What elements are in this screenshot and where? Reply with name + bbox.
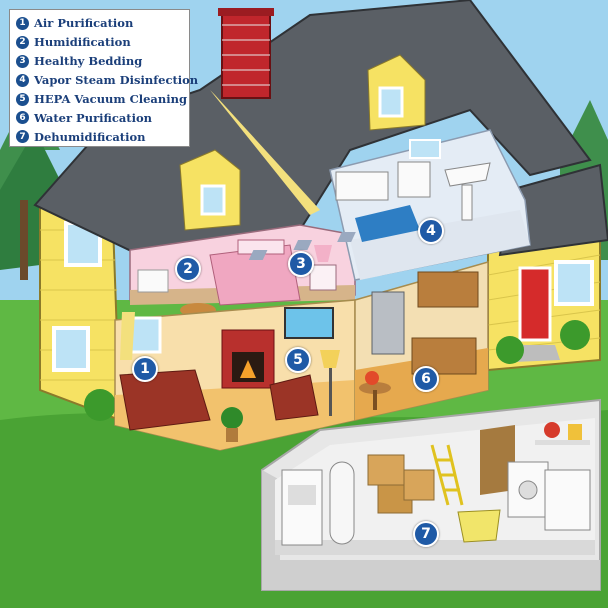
legend-label: Vapor Steam Disinfection: [34, 73, 199, 88]
callout-water-purification: 6: [413, 366, 439, 392]
legend-number-badge: 2: [16, 35, 29, 49]
callout-hepa-vacuum-cleaning: 5: [285, 347, 311, 373]
callout-vapor-steam-disinfection: 4: [418, 218, 444, 244]
callout-dehumidification: 7: [413, 521, 439, 547]
legend-item: 6 Water Purification: [16, 108, 183, 127]
legend-item: 7 Dehumidification: [16, 127, 183, 146]
legend-number-badge: 4: [16, 73, 29, 87]
legend-number-badge: 3: [16, 54, 29, 68]
basement: [261, 398, 601, 591]
legend-item: 1 Air Purification: [16, 14, 183, 33]
legend-number-badge: 1: [16, 16, 29, 30]
bathroom-cutaway: [248, 129, 531, 281]
legend-number-badge: 6: [16, 111, 29, 125]
legend-label: Water Purification: [34, 110, 153, 125]
callout-humidification: 2: [175, 256, 201, 282]
legend-number-badge: 7: [16, 130, 29, 144]
chimney: [218, 8, 274, 99]
legend-label: HEPA Vacuum Cleaning: [34, 92, 188, 106]
legend-label: Air Purification: [34, 16, 134, 31]
legend-number-badge: 5: [16, 92, 29, 106]
callout-air-purification: 1: [132, 356, 158, 382]
legend: 1 Air Purification 2 Humidification 3 He…: [9, 9, 198, 147]
legend-label: Healthy Bedding: [34, 54, 143, 69]
legend-label: Dehumidification: [34, 129, 146, 144]
legend-item: 4 Vapor Steam Disinfection: [16, 71, 198, 90]
legend-item: 3 Healthy Bedding: [16, 52, 183, 71]
legend-item: 5 HEPA Vacuum Cleaning: [16, 90, 187, 109]
living-room-cutaway: [114, 299, 356, 451]
callout-healthy-bedding: 3: [288, 251, 314, 277]
legend-label: Humidification: [34, 35, 131, 50]
roof: [33, 0, 608, 262]
legend-item: 2 Humidification: [16, 33, 183, 52]
